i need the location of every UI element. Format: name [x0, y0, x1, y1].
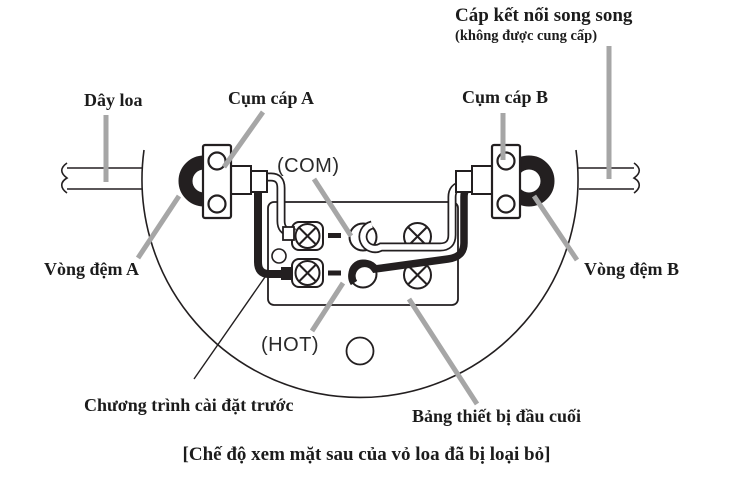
- crimp-terminal-top-icon: [291, 221, 324, 251]
- board-pilot-hole-icon: [271, 248, 287, 264]
- clamp-a-label: Cụm cáp A: [228, 88, 315, 108]
- clamp-a-screw-bottom-icon: [207, 194, 227, 214]
- crimp-terminal-bottom-icon: [291, 258, 324, 288]
- cable-clamp-a: [201, 143, 233, 220]
- leader-grommet-b: [531, 194, 580, 262]
- preset-wiring-label: Chương trình cài đặt trước: [84, 395, 294, 415]
- parallel-cable-label: Cáp kết nối song song: [455, 5, 633, 26]
- terminal-board: [267, 201, 459, 306]
- leader-lines: [103, 46, 612, 406]
- screw-terminal-right-bottom-icon: [403, 260, 432, 290]
- wire-b-white: [358, 179, 472, 254]
- speaker-wire-cable-left: [60, 162, 142, 194]
- terminal-board-label: Bảng thiết bị đầu cuối: [412, 406, 582, 426]
- strain-relief-a: [230, 165, 268, 195]
- clamp-a-screw-top-icon: [207, 151, 227, 171]
- clamp-b-screw-bottom-icon: [496, 194, 516, 214]
- mounting-hole-icon: [345, 336, 375, 366]
- grommet-b-label: Vòng đệm B: [584, 259, 680, 279]
- parallel-cable-note: (không được cung cấp): [455, 28, 598, 44]
- parallel-cable-right: [578, 162, 641, 194]
- hot-label: (HOT): [261, 334, 320, 356]
- leader-com: [311, 177, 354, 238]
- grommet-a-label: Vòng đệm A: [44, 259, 140, 279]
- speaker-wire-label: Dây loa: [84, 90, 143, 110]
- wire-a-black: [254, 176, 284, 278]
- leader-terminal-board: [406, 297, 480, 406]
- com-label: (COM): [277, 155, 340, 177]
- clamp-b-label: Cụm cáp B: [462, 87, 549, 107]
- leader-hot: [309, 281, 346, 333]
- terminal-dashes: [328, 233, 341, 276]
- leader-grommet-a: [135, 194, 182, 260]
- leader-clamp-a: [221, 110, 266, 169]
- wire-a-black-tab: [281, 267, 292, 280]
- diagram-caption: [Chế độ xem mặt sau của vỏ loa đã bị loạ…: [182, 444, 551, 465]
- cable-clamp-b: [490, 143, 522, 220]
- speaker-back-arc: [141, 149, 579, 399]
- strain-relief-b: [455, 165, 493, 195]
- leader-preset-wiring: [193, 276, 266, 380]
- wire-a-white-tab: [282, 226, 295, 241]
- clamp-b-screw-top-icon: [496, 151, 516, 171]
